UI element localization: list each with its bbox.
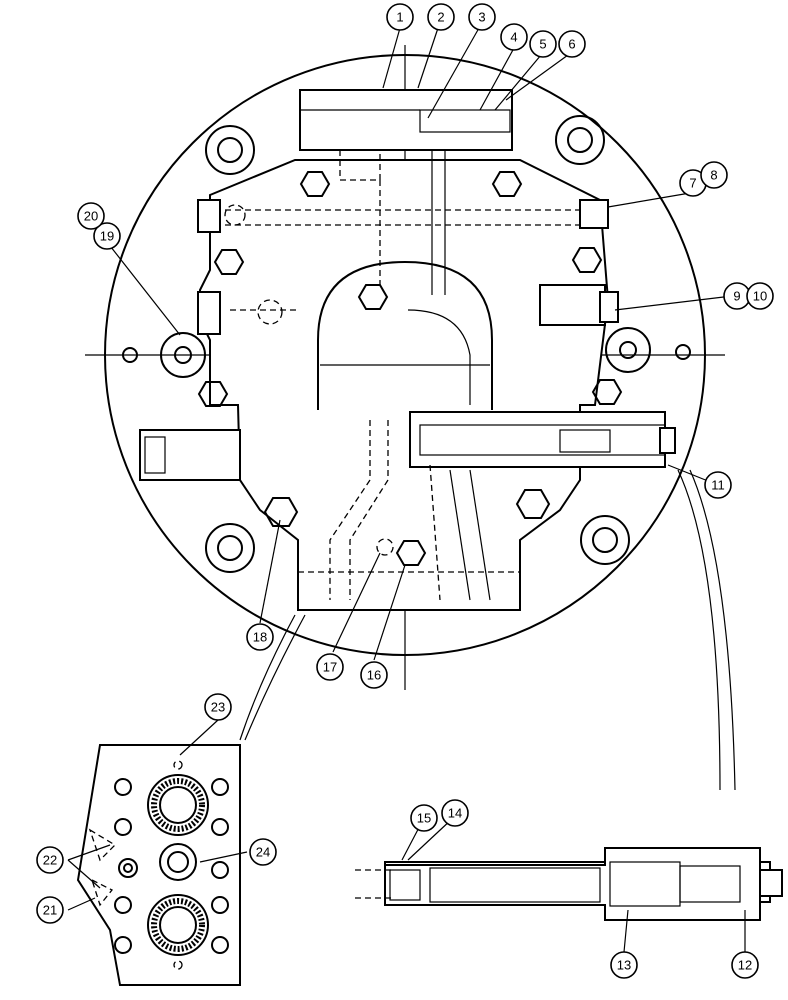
left-port <box>197 291 221 335</box>
callout-3-label: 3 <box>478 10 485 25</box>
callout-19: 19 <box>93 222 121 250</box>
callout-4-label: 4 <box>510 30 517 45</box>
callout-10-label: 10 <box>753 289 767 304</box>
callout-4: 4 <box>500 23 528 51</box>
callout-7-label: 7 <box>689 176 696 191</box>
callout-18: 18 <box>246 623 274 651</box>
callout-1: 1 <box>386 3 414 31</box>
callout-24-label: 24 <box>256 845 270 860</box>
callout-18-label: 18 <box>253 630 267 645</box>
right-port-fitting <box>539 284 606 326</box>
central-bore-arch <box>317 260 493 410</box>
left-shaft <box>139 429 241 481</box>
callout-21: 21 <box>36 896 64 924</box>
callout-21-label: 21 <box>43 903 57 918</box>
top-block <box>299 89 513 151</box>
detail-leader-left <box>244 614 306 741</box>
detail-leader-right <box>677 469 721 791</box>
callout-22: 22 <box>36 846 64 874</box>
callout-15: 15 <box>410 804 438 832</box>
callout-9-label: 9 <box>733 289 740 304</box>
callout-11-label: 11 <box>711 478 725 493</box>
callout-5: 5 <box>529 30 557 58</box>
relief-valve-cartridge <box>409 411 666 468</box>
callout-14-label: 14 <box>448 806 462 821</box>
callout-15-label: 15 <box>417 811 431 826</box>
callout-17-label: 17 <box>323 660 337 675</box>
callout-11: 11 <box>704 471 732 499</box>
callout-7: 7 <box>679 169 707 197</box>
callout-20-label: 20 <box>84 209 98 224</box>
callout-13-label: 13 <box>617 958 631 973</box>
right-plug <box>579 199 609 229</box>
callout-9: 9 <box>723 282 751 310</box>
callout-12-label: 12 <box>738 958 752 973</box>
callout-12: 12 <box>731 951 759 979</box>
callout-16-label: 16 <box>367 668 381 683</box>
callout-16: 16 <box>360 661 388 689</box>
relief-valve-section-detail <box>355 847 783 921</box>
hex-bolts <box>197 171 623 566</box>
callout-19-label: 19 <box>100 229 114 244</box>
callout-14: 14 <box>441 799 469 827</box>
callout-23: 23 <box>204 693 232 721</box>
callout-8-label: 8 <box>710 168 717 183</box>
callout-2-label: 2 <box>437 10 444 25</box>
callout-20: 20 <box>77 202 105 230</box>
callout-24: 24 <box>249 838 277 866</box>
left-plug <box>197 199 221 233</box>
callout-22-label: 22 <box>43 853 57 868</box>
callout-10: 10 <box>746 282 774 310</box>
main-valve-assembly <box>85 45 725 690</box>
callout-23-label: 23 <box>211 700 225 715</box>
port-plate-detail <box>76 744 241 986</box>
mounting-holes <box>122 115 691 573</box>
callout-17: 17 <box>316 653 344 681</box>
callout-6: 6 <box>558 30 586 58</box>
callout-6-label: 6 <box>568 37 575 52</box>
callout-8: 8 <box>700 161 728 189</box>
callout-1-label: 1 <box>396 10 403 25</box>
callout-13: 13 <box>610 951 638 979</box>
callout-5-label: 5 <box>539 37 546 52</box>
callout-2: 2 <box>427 3 455 31</box>
callout-3: 3 <box>468 3 496 31</box>
